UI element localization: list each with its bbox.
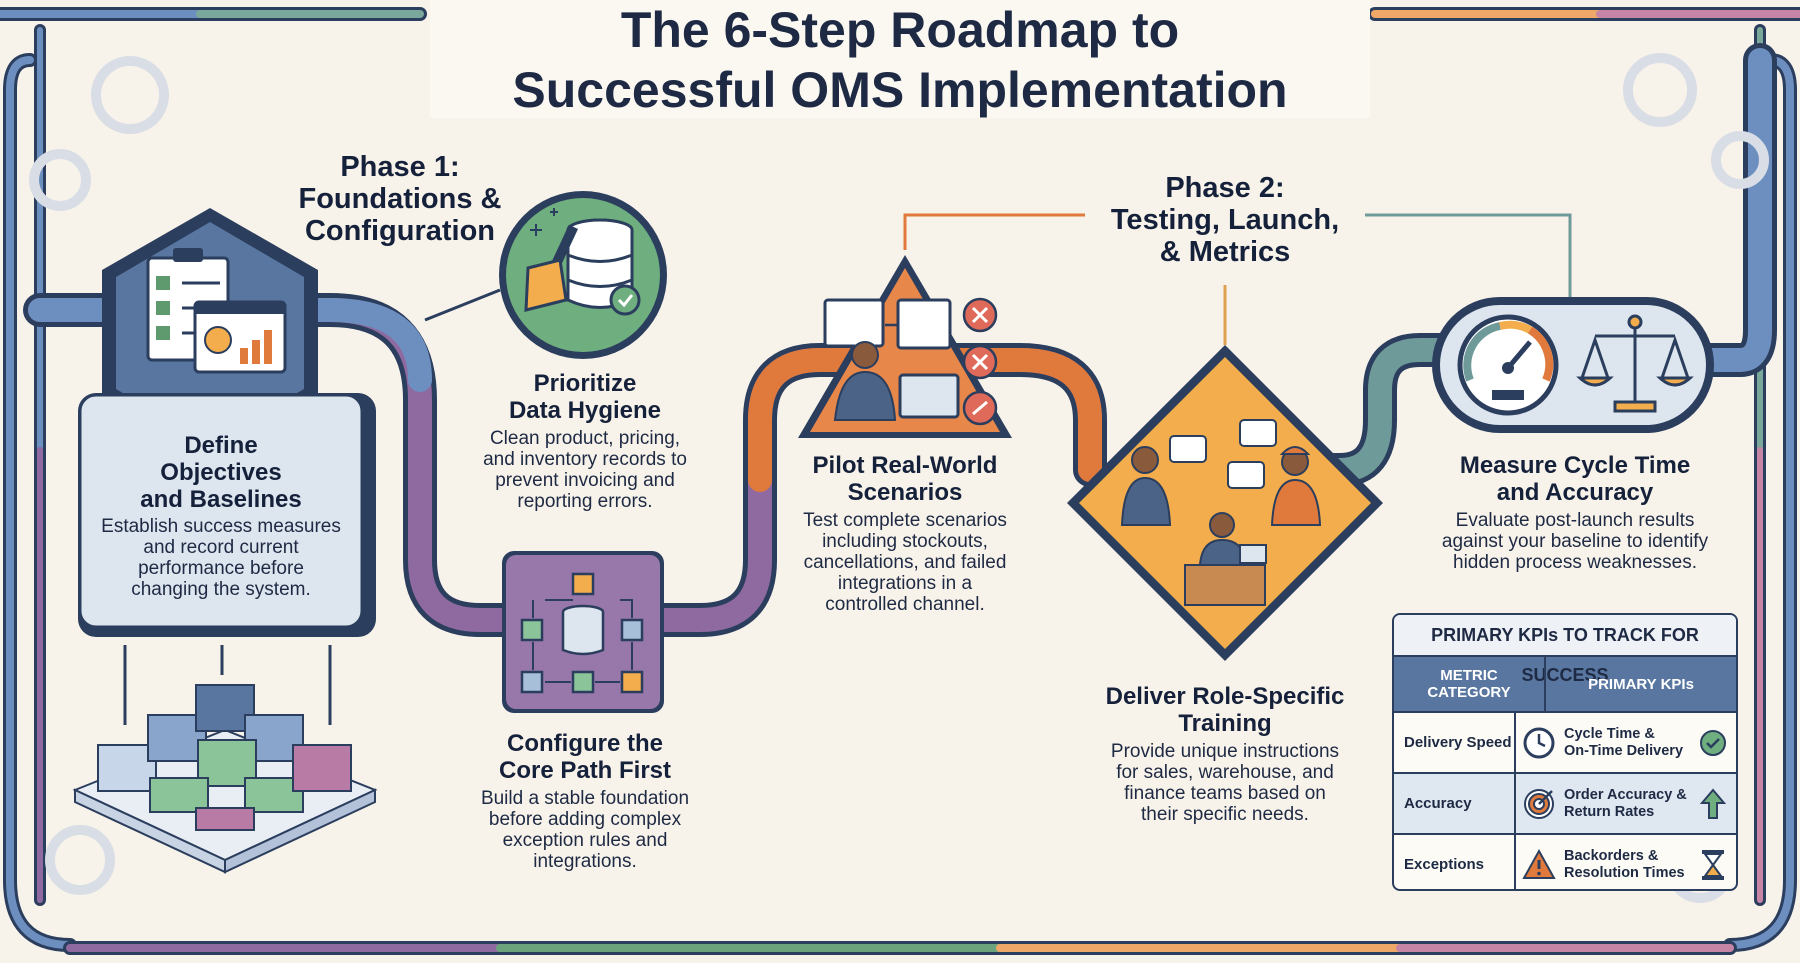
pilot-tester-illustration [823,298,960,421]
step-3-description: Build a stable foundation before adding … [480,788,690,872]
kpi-table-header: PRIMARY KPIs TO TRACK FOR SUCCESS [1394,615,1736,685]
step-4-title: Pilot Real-World Scenarios [812,452,998,506]
step-6-measure-cycle-time: Measure Cycle Time and Accuracy Evaluate… [1410,452,1740,573]
scales-icon [1576,314,1694,413]
gauge-icon [1457,314,1559,416]
database-clean-icon [524,208,641,316]
step-5-description: Provide unique instructions for sales, w… [1110,741,1340,825]
step-5-role-training: Deliver Role-Specific Training Provide u… [1080,683,1370,825]
step-1-title: Define Objectives and Baselines [140,432,302,513]
title-line-2: Successful OMS Implementation [512,62,1288,118]
step-2-title: Prioritize Data Hygiene [508,370,662,424]
kpi-value: Order Accuracy & Return Rates [1564,786,1687,820]
page-title: The 6-Step Roadmap to Successful OMS Imp… [430,0,1370,120]
gear-icon [29,53,1769,903]
training-team-illustration [1120,419,1322,606]
table-row: Accuracy Order Accuracy & Return Rates [1394,772,1736,833]
kpi-value: Cycle Time & On-Time Delivery [1564,725,1684,759]
warning-icon [1522,848,1556,879]
kpi-category: Accuracy [1394,774,1516,833]
phase-2-label: Phase 2: Testing, Launch, & Metrics [1110,172,1340,268]
hourglass-icon [1702,849,1724,880]
title-line-1: The 6-Step Roadmap to [620,2,1180,58]
check-icon [1700,729,1726,756]
phase-1-label: Phase 1: Foundations & Configuration [298,151,502,247]
analytics-board-icon [193,300,287,374]
kpi-value: Backorders & Resolution Times [1564,847,1685,881]
step-3-title: Configure the Core Path First [498,730,672,784]
step-6-title: Measure Cycle Time and Accuracy [1459,452,1691,506]
step-4-pilot-scenarios: Pilot Real-World Scenarios Test complete… [770,452,1040,615]
column-header-primary-kpis: PRIMARY KPIs [1588,675,1694,693]
error-icon [962,297,998,426]
core-path-icon [520,572,644,694]
data-cubes-illustration [72,645,378,874]
column-header-metric-category: METRIC CATEGORY [1394,657,1546,711]
step-3-core-path: Configure the Core Path First Build a st… [455,730,715,872]
step-6-description: Evaluate post-launch results against you… [1441,510,1709,573]
step-2-data-hygiene: Prioritize Data Hygiene Clean product, p… [455,370,715,512]
kpi-table: PRIMARY KPIs TO TRACK FOR SUCCESS METRIC… [1392,613,1738,891]
table-row: Exceptions Backorders & Resolution Times [1394,833,1736,889]
arrow-up-icon [1699,787,1727,819]
step-2-description: Clean product, pricing, and inventory re… [483,428,687,512]
step-4-description: Test complete scenarios including stocko… [803,510,1007,615]
step-1-description: Establish success measures and record cu… [101,516,341,600]
kpi-category: Delivery Speed [1394,713,1516,772]
step-1-define-objectives: Define Objectives and Baselines Establis… [84,432,358,600]
step-5-title: Deliver Role-Specific Training [1105,683,1345,737]
kpi-column-headers: METRIC CATEGORY PRIMARY KPIs [1394,657,1736,711]
clock-icon [1523,727,1555,758]
table-row: Delivery Speed Cycle Time & On-Time Deli… [1394,711,1736,772]
kpi-category: Exceptions [1394,835,1516,889]
target-icon [1524,788,1554,819]
